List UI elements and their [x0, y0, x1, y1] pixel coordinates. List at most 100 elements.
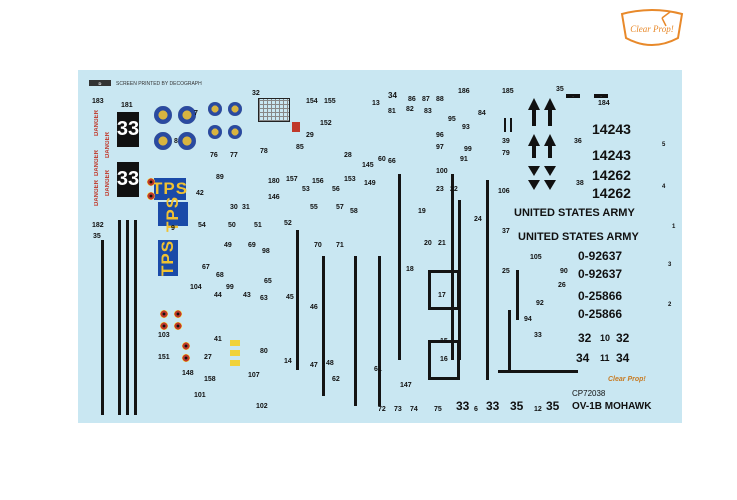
- decal-number-181: 181: [121, 102, 133, 109]
- red-panel: [292, 122, 300, 132]
- roundel: [174, 322, 182, 330]
- decal-number-4: 4: [662, 184, 666, 190]
- decal-number-92: 92: [536, 300, 544, 307]
- tag-black: .: [594, 94, 608, 98]
- bottom-12: 12: [534, 406, 542, 413]
- yellow-panel: [230, 360, 240, 366]
- stripe-bar: [354, 256, 357, 406]
- decal-number-154: 154: [306, 98, 318, 105]
- decal-number-16: 16: [440, 356, 448, 363]
- stripe-bar: [458, 200, 461, 360]
- decal-number-10: 10: [600, 333, 611, 343]
- tag-black: .: [566, 94, 580, 98]
- serial-14262-a: 14262: [592, 167, 631, 183]
- tail-25866-a: 0-25866: [578, 289, 623, 303]
- decal-number-184: 184: [598, 100, 610, 107]
- decal-number-84: 84: [478, 110, 486, 117]
- danger-strip: DANGER: [94, 180, 100, 207]
- decal-number-34t: 34: [616, 351, 630, 365]
- stripe-bar: [126, 220, 129, 415]
- decal-number-70: 70: [314, 242, 322, 249]
- decal-number-99: 99: [226, 284, 234, 291]
- arrow-decals: [528, 98, 556, 190]
- decal-number-85: 85: [296, 144, 304, 151]
- eagle-emblem: [154, 132, 172, 150]
- decal-number-31: 31: [242, 204, 250, 211]
- yellow-panel: [230, 340, 240, 346]
- tail-25866-b: 0-25866: [578, 307, 623, 321]
- decal-number-86: 86: [408, 96, 416, 103]
- decal-number-32s: 32: [578, 331, 592, 345]
- decal-number-9: 9: [171, 225, 175, 232]
- united-states-army-2: UNITED STATES ARMY: [518, 231, 639, 243]
- decal-number-98: 98: [262, 248, 270, 255]
- stripe-bar: [508, 310, 511, 370]
- decal-number-89: 89: [216, 174, 224, 181]
- decal-number-7: 7: [194, 110, 198, 117]
- decal-number-83: 83: [424, 108, 432, 115]
- decal-number-43: 43: [243, 292, 251, 299]
- tps-decal: TPS: [151, 178, 189, 200]
- decal-number-8: 8: [174, 138, 178, 145]
- bottom-33b: 33: [486, 399, 500, 413]
- decal-number-19: 19: [418, 208, 426, 215]
- decal-number-146: 146: [268, 194, 280, 201]
- decal-number-50: 50: [228, 222, 236, 229]
- tps-decal: TPS: [158, 239, 178, 277]
- decal-number-28: 28: [344, 152, 352, 159]
- tail-92637-a: 0-92637: [578, 249, 623, 263]
- decal-number-99b: 99: [464, 146, 472, 153]
- decal-number-49: 49: [224, 242, 232, 249]
- decal-number-1: 1: [672, 224, 676, 230]
- roundel: [160, 322, 168, 330]
- decal-number-23: 23: [436, 186, 444, 193]
- decal-number-34s: 34: [576, 351, 590, 365]
- bottom-33: 33: [456, 399, 470, 413]
- decal-number-48: 48: [326, 360, 334, 367]
- decal-number-97: 97: [436, 144, 444, 151]
- decal-number-152: 152: [320, 120, 332, 127]
- decal-number-72: 72: [378, 406, 386, 413]
- decal-number-155: 155: [324, 98, 336, 105]
- roundel: [174, 310, 182, 318]
- decal-number-30: 30: [230, 204, 238, 211]
- eagle-emblem: [228, 102, 242, 116]
- decal-number-52: 52: [284, 220, 292, 227]
- decal-number-104: 104: [190, 284, 202, 291]
- tps-decal: TPS: [158, 196, 188, 232]
- bottom-35b: 35: [546, 399, 560, 413]
- decal-number-105: 105: [530, 254, 542, 261]
- decal-number-5: 5: [662, 142, 666, 148]
- decal-number-93: 93: [462, 124, 470, 131]
- bottom-35: 35: [510, 399, 524, 413]
- stripe-bar: [498, 370, 578, 373]
- united-states-army-1: UNITED STATES ARMY: [514, 207, 635, 219]
- decal-number-38: 38: [576, 180, 584, 187]
- serial-14262-b: 14262: [592, 185, 631, 201]
- eagle-emblem: [228, 125, 242, 139]
- decal-number-2: 2: [668, 302, 672, 308]
- decal-number-20: 20: [424, 240, 432, 247]
- decal-number-55: 55: [310, 204, 318, 211]
- decal-number-101: 101: [194, 392, 206, 399]
- decal-number-106: 106: [498, 188, 510, 195]
- decal-number-69: 69: [248, 242, 256, 249]
- yellow-panel: [230, 350, 240, 356]
- decal-number-14: 14: [284, 358, 292, 365]
- decal-number-44: 44: [214, 292, 222, 299]
- decal-number-71: 71: [336, 242, 344, 249]
- decal-number-22: 22: [450, 186, 458, 193]
- decal-number-186: 186: [458, 88, 470, 95]
- brand-logo-text: Clear Prop!: [630, 24, 673, 34]
- decal-number-180: 180: [268, 178, 280, 185]
- decal-number-53: 53: [302, 186, 310, 193]
- decal-number-148: 148: [182, 370, 194, 377]
- eagle-emblem: [178, 106, 196, 124]
- decal-number-158: 158: [204, 376, 216, 383]
- decal-number-61: 61: [374, 366, 382, 373]
- eagle-emblem: [154, 106, 172, 124]
- decal-number-147: 147: [400, 382, 412, 389]
- decal-number-35r: 35: [556, 86, 564, 93]
- stripe-bar: [378, 256, 381, 406]
- roundel: [160, 310, 168, 318]
